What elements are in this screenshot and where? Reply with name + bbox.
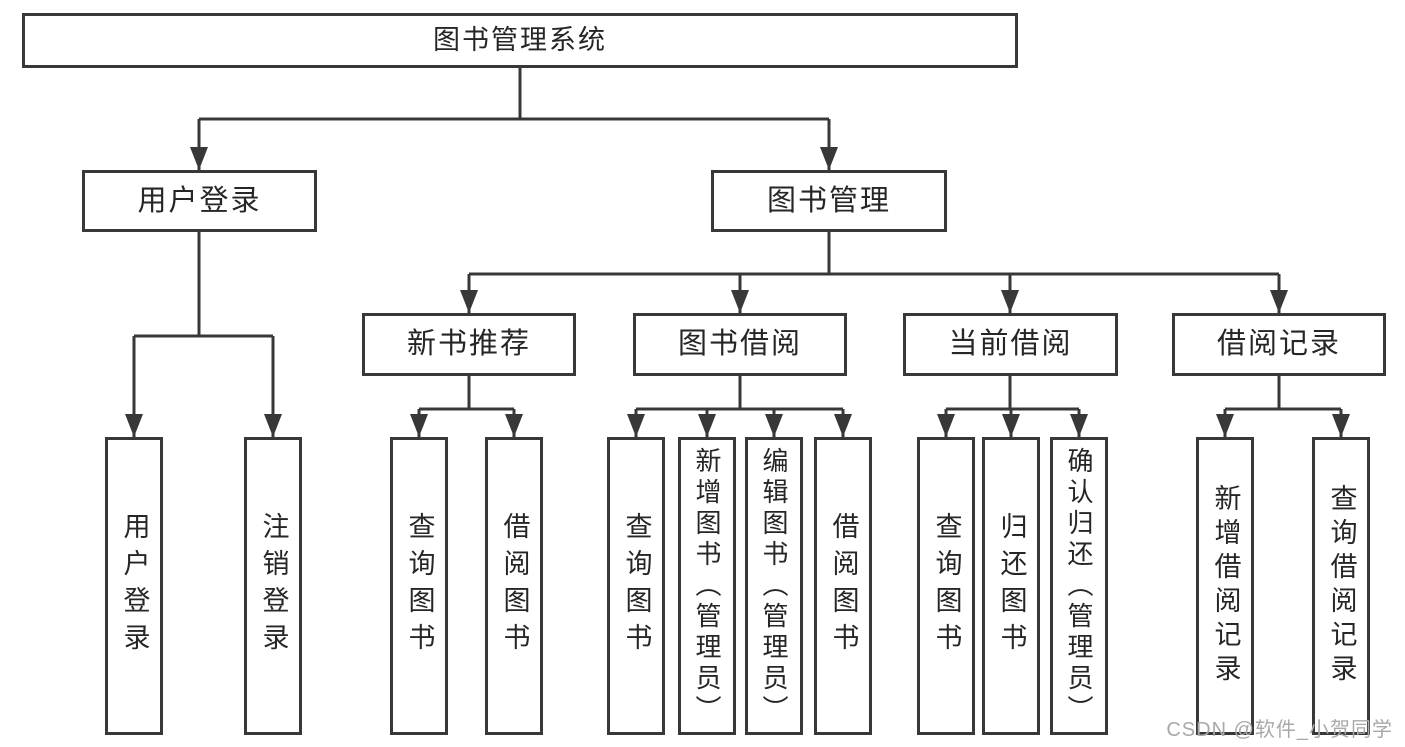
node-new-book-recommend: 新书推荐 (362, 313, 576, 376)
leaf-query-borrow-record-label: 查询借阅记录 (1326, 484, 1357, 688)
node-new-book-recommend-label: 新书推荐 (406, 328, 531, 360)
edge-bookborrow-to-leaves (634, 376, 845, 437)
leaf-edit-books-admin: 编辑图书（管理员） (745, 437, 803, 735)
edge-newbook-to-leaves (417, 376, 516, 437)
node-current-borrowing: 当前借阅 (903, 313, 1118, 376)
node-current-borrowing-label: 当前借阅 (948, 328, 1073, 360)
edge-records-to-leaves (1223, 376, 1343, 437)
edge-userlogin-to-leaves (132, 232, 275, 437)
leaf-add-borrow-record-label: 新增借阅记录 (1210, 484, 1241, 688)
leaf-borrow-books: 借阅图书 (814, 437, 872, 735)
leaf-query-borrow-record: 查询借阅记录 (1312, 437, 1370, 735)
leaf-confirm-return-admin: 确认归还（管理员） (1050, 437, 1108, 735)
leaf-return-books: 归还图书 (982, 437, 1040, 735)
leaf-return-books-label: 归还图书 (996, 512, 1027, 660)
node-book-management: 图书管理 (711, 170, 947, 232)
node-borrow-records-label: 借阅记录 (1216, 328, 1341, 360)
leaf-query-books-current: 查询图书 (917, 437, 975, 735)
leaf-add-borrow-record: 新增借阅记录 (1196, 437, 1254, 735)
edge-bookmgmt-to-level3 (467, 232, 1281, 313)
node-library-system-label: 图书管理系统 (433, 25, 607, 55)
leaf-borrow-books-recommend-label: 借阅图书 (499, 512, 530, 660)
leaf-borrow-books-label: 借阅图书 (828, 512, 859, 660)
csdn-watermark: CSDN @软件_小贺同学 (1166, 719, 1393, 741)
leaf-query-books-current-label: 查询图书 (931, 512, 962, 660)
node-library-system: 图书管理系统 (22, 13, 1018, 68)
leaf-confirm-return-admin-label: 确认归还（管理员） (1064, 446, 1094, 726)
leaf-query-books-recommend: 查询图书 (390, 437, 448, 735)
node-borrow-records: 借阅记录 (1172, 313, 1386, 376)
node-book-borrowing-label: 图书借阅 (677, 328, 802, 360)
leaf-query-books-recommend-label: 查询图书 (404, 512, 435, 660)
leaf-edit-books-admin-label: 编辑图书（管理员） (759, 446, 789, 726)
leaf-user-login: 用户登录 (105, 437, 163, 735)
leaf-add-books-admin: 新增图书（管理员） (678, 437, 736, 735)
leaf-borrow-books-recommend: 借阅图书 (485, 437, 543, 735)
leaf-logout-label: 注销登录 (258, 512, 289, 660)
node-book-management-label: 图书管理 (766, 184, 891, 217)
node-user-login-label: 用户登录 (137, 184, 262, 217)
edge-root-to-level2 (197, 68, 831, 170)
leaf-user-login-label: 用户登录 (119, 512, 150, 660)
leaf-query-books-borrow: 查询图书 (607, 437, 665, 735)
node-user-login: 用户登录 (82, 170, 317, 232)
leaf-query-books-borrow-label: 查询图书 (621, 512, 652, 660)
node-book-borrowing: 图书借阅 (633, 313, 847, 376)
leaf-add-books-admin-label: 新增图书（管理员） (692, 446, 722, 726)
leaf-logout: 注销登录 (244, 437, 302, 735)
